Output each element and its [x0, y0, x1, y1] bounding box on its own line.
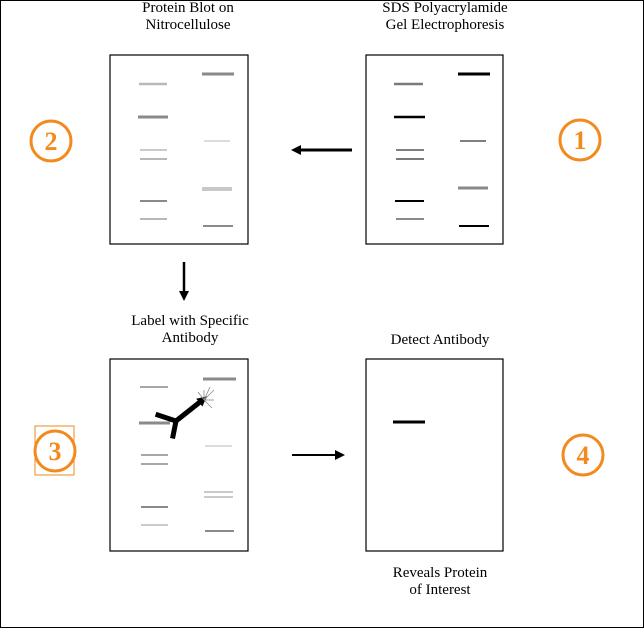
- caption-label-antibody: Label with Specific Antibody: [100, 313, 280, 347]
- caption-line: Reveals Protein: [392, 565, 488, 581]
- step-marker-4: 4: [561, 433, 605, 477]
- panel-detect-antibody: [365, 358, 504, 552]
- step-number: 1: [574, 126, 587, 155]
- blot-border: [109, 54, 249, 245]
- caption-line: of Interest: [409, 582, 471, 598]
- caption-detect-antibody: Detect Antibody: [360, 332, 520, 349]
- caption-line: Label with Specific: [131, 313, 249, 329]
- step-circle: [33, 429, 77, 473]
- caption-line: SDS Polyacrylamide: [382, 0, 508, 16]
- step-marker-1: 1: [558, 118, 602, 162]
- caption-line: Nitrocellulose: [145, 17, 231, 33]
- step-circle: [561, 433, 605, 477]
- step-number: 2: [45, 127, 58, 156]
- step-number: 4: [577, 441, 590, 470]
- panel-protein-blot: [109, 54, 249, 245]
- binding-burst-icon: [197, 386, 215, 409]
- caption-reveals: Reveals Protein of Interest: [360, 565, 520, 599]
- step-circle: [29, 119, 73, 163]
- step-marker-3: 3: [33, 425, 77, 476]
- step-number: 3: [49, 437, 62, 466]
- caption-line: Protein Blot on: [142, 0, 234, 16]
- detect-border: [365, 358, 504, 552]
- gel-border: [365, 54, 504, 245]
- caption-sds-gel: SDS Polyacrylamide Gel Electrophoresis: [345, 0, 545, 34]
- caption-line: Detect Antibody: [390, 332, 490, 348]
- label-border: [109, 358, 249, 552]
- caption-protein-blot: Protein Blot on Nitrocellulose: [108, 0, 268, 34]
- step-circle: [558, 118, 602, 162]
- caption-line: Gel Electrophoresis: [385, 17, 505, 33]
- antibody-icon: [154, 396, 208, 439]
- step-marker-2: 2: [29, 119, 73, 163]
- panel-sds-gel: [365, 54, 504, 245]
- caption-line: Antibody: [161, 330, 219, 346]
- panel-label-antibody: [109, 358, 249, 552]
